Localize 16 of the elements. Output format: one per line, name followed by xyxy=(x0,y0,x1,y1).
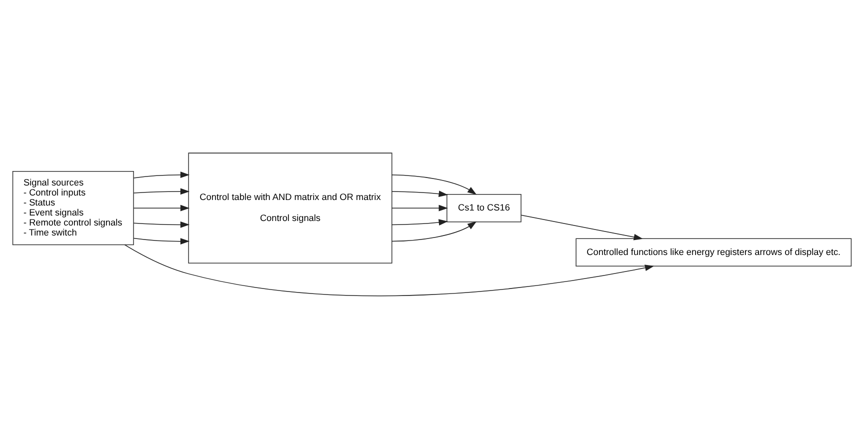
node-box: Cs1 to CS16 xyxy=(446,193,522,222)
node-box: Signal sources - Control inputs - Status - Event signals - Remote control signals - Time switch xyxy=(12,170,134,245)
arrow xyxy=(133,221,190,228)
arrow xyxy=(133,204,190,211)
arrow xyxy=(392,174,477,194)
arrow xyxy=(392,204,448,211)
arrow xyxy=(392,220,477,242)
arrow xyxy=(520,214,643,240)
node-box: Controlled functions like energy registers arrows of display etc. xyxy=(576,238,852,266)
arrow xyxy=(133,237,190,244)
node-box: Control table with AND matrix and OR matrix Control signals xyxy=(188,152,392,263)
arrow xyxy=(392,190,448,196)
arrow xyxy=(133,171,190,178)
arrow xyxy=(133,188,190,194)
arrow xyxy=(124,244,654,296)
arrow xyxy=(392,218,448,226)
